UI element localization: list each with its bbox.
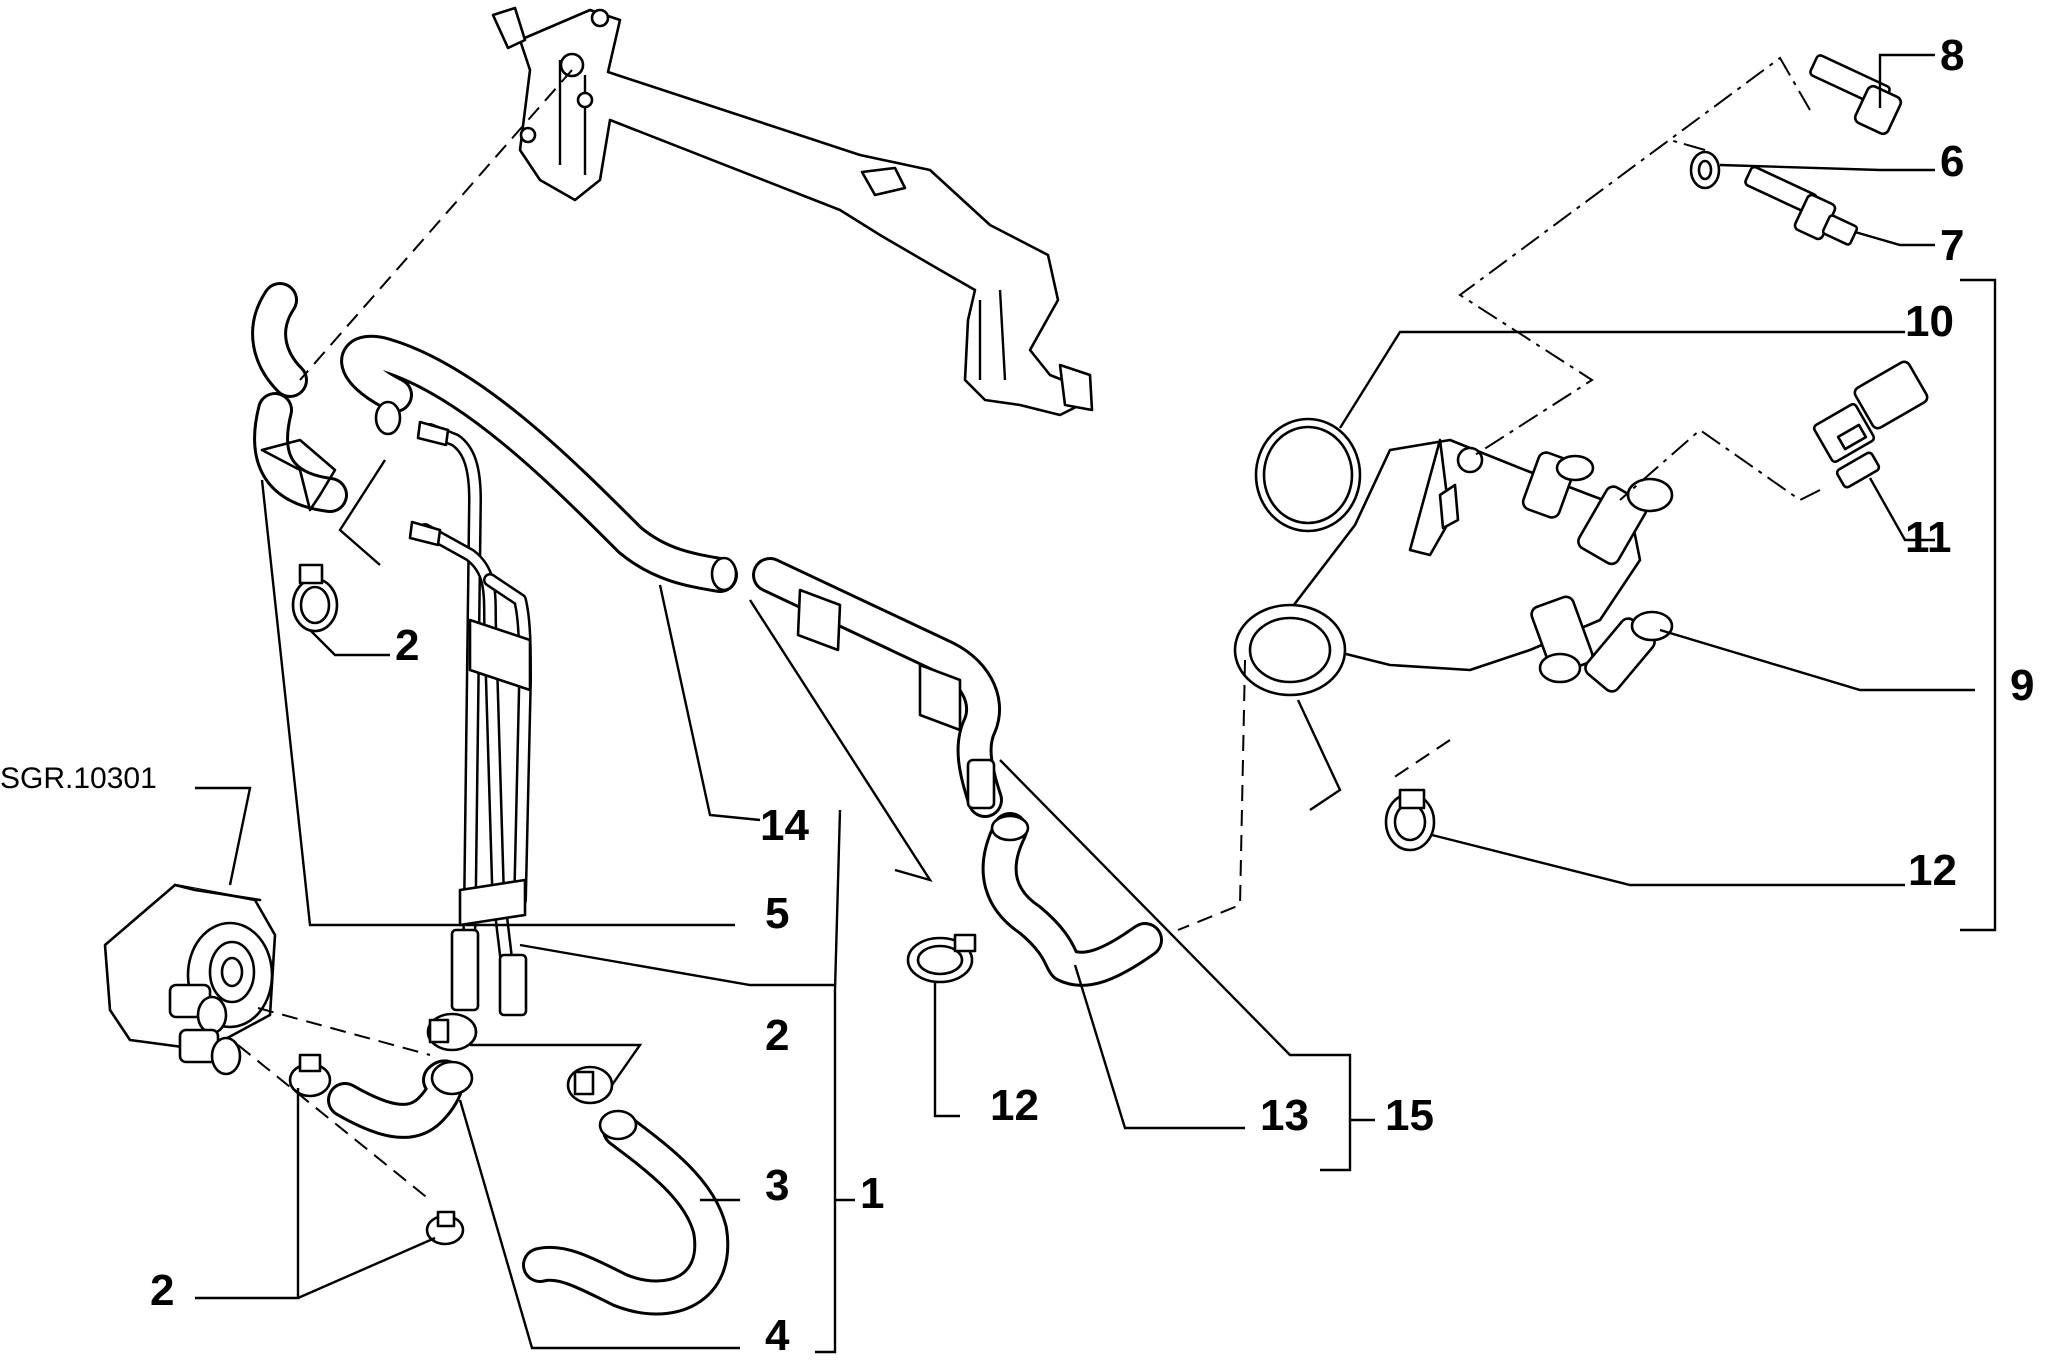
label-15: 15 xyxy=(1385,1091,1434,1140)
label-2-middle: 2 xyxy=(765,1011,789,1060)
hose-clamp-2-mid-a xyxy=(426,1012,478,1052)
temperature-sensor-11 xyxy=(1812,360,1929,489)
label-8: 8 xyxy=(1940,31,1964,80)
stud-7 xyxy=(1744,165,1859,246)
label-2-lower: 2 xyxy=(150,1266,174,1315)
leader-lines xyxy=(195,53,1997,1354)
label-14: 14 xyxy=(760,801,809,850)
hose-clamp-2-lower-a xyxy=(288,1053,332,1098)
thermostat-housing xyxy=(1233,438,1674,697)
label-6: 6 xyxy=(1940,137,1964,186)
label-11: 11 xyxy=(1905,513,1952,562)
hose-14 xyxy=(340,334,738,593)
hose-13-lower xyxy=(981,812,1163,987)
hose-5 xyxy=(251,282,348,513)
upper-coolant-pipe xyxy=(491,6,1094,417)
label-3: 3 xyxy=(765,1161,789,1210)
label-13: 13 xyxy=(1260,1091,1309,1140)
o-ring-10 xyxy=(1254,417,1362,533)
label-10: 10 xyxy=(1905,297,1954,346)
hose-3 xyxy=(522,1109,730,1316)
label-5: 5 xyxy=(765,889,789,938)
part-number-labels: 8 6 7 10 11 9 12 14 5 2 2 3 4 1 2 12 13 … xyxy=(0,31,2034,1360)
hose-clamp-12-right xyxy=(1384,788,1436,852)
label-12-right: 12 xyxy=(1908,846,1957,895)
pipe-13 xyxy=(752,557,1003,818)
hose-4 xyxy=(327,1059,474,1139)
hose-clamp-2-lower-b xyxy=(425,1210,465,1246)
assembly-guide-lines xyxy=(237,56,1821,1201)
hose-clamp-12-lower xyxy=(906,933,977,984)
washer-6 xyxy=(1689,150,1721,190)
oil-cooler-pipes xyxy=(408,420,532,1017)
label-2-upper: 2 xyxy=(395,621,419,670)
label-4: 4 xyxy=(765,1311,790,1360)
oil-cooler xyxy=(103,883,277,1076)
label-12-lower: 12 xyxy=(990,1081,1039,1130)
hose-clamp-2-upper xyxy=(291,563,339,633)
label-9: 9 xyxy=(2010,661,2034,710)
reference-code: SGR.10301 xyxy=(0,762,157,795)
label-7: 7 xyxy=(1940,221,1964,270)
bolt-8 xyxy=(1809,54,1903,136)
hose-clamp-2-mid-b xyxy=(566,1065,614,1105)
label-1: 1 xyxy=(860,1169,884,1218)
